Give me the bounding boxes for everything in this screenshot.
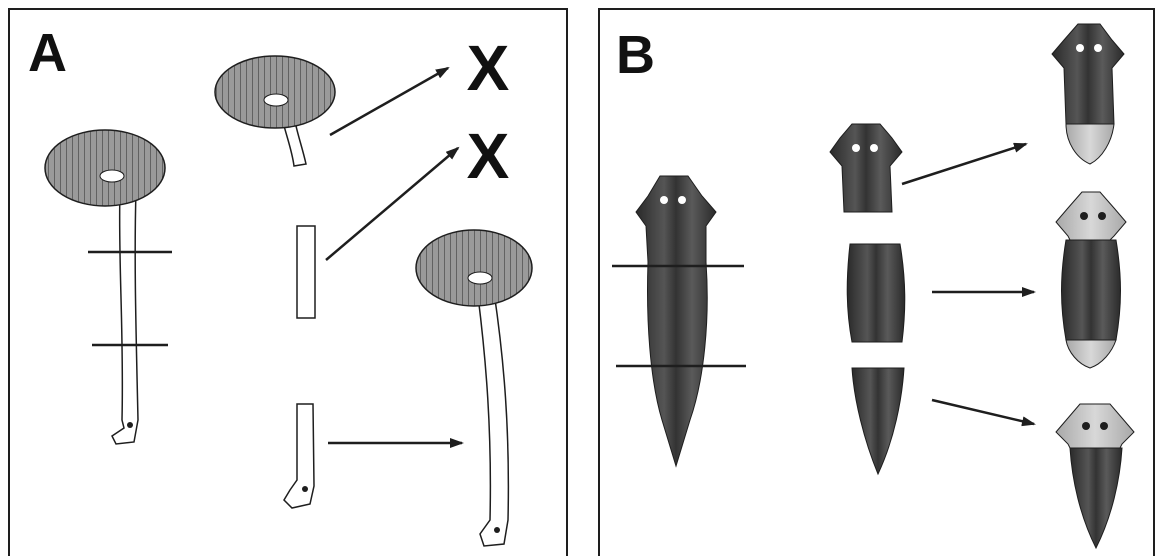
tail-fragment [852,368,904,474]
regrown-tail [1066,124,1114,164]
cap-fragment [215,56,335,166]
trunk-fragment [847,244,905,342]
regenerated-worm-from-head [1052,24,1124,164]
fail-mark-top: X [467,32,510,104]
holdfast-dot [127,422,133,428]
arrow-head-fragment [902,144,1026,184]
regrown-head [1056,192,1126,240]
regrown-tail-2 [1066,340,1116,368]
arrow-tail-fragment [932,400,1034,424]
whole-flatworm [636,176,716,466]
whole-stalked-organism [45,130,165,444]
arrow-cap-to-fail [330,68,448,135]
middle-stalk-fragment [297,226,315,318]
basal-stalk-fragment [284,404,314,508]
head-fragment [830,124,902,212]
regenerated-worm-from-trunk [1056,192,1126,368]
worm-eye-right [678,196,686,204]
regenerated-worm-from-tail [1056,404,1134,548]
regenerated-stalked-organism [416,230,532,546]
regrown-head-2 [1056,404,1134,448]
worm-eye-left [660,196,668,204]
fail-mark-middle: X [467,120,510,192]
